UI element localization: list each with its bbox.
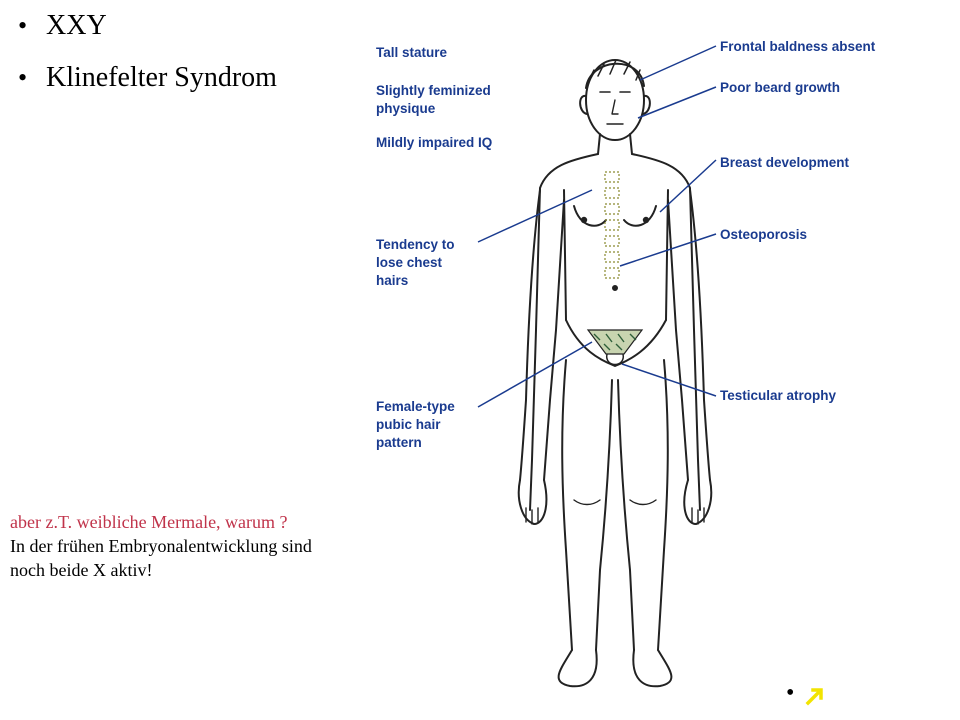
bullet-klinefelter: Klinefelter Syndrom (18, 56, 277, 108)
explanation-note: aber z.T. weibliche Mermale, warum ? In … (10, 510, 340, 582)
leader-lines (477, 45, 717, 408)
label-chest-hair: Tendency to lose chest hairs (376, 237, 455, 288)
bullet-xxy: XXY (18, 4, 277, 56)
chest-hair-pattern (604, 171, 620, 279)
label-impaired-iq: Mildly impaired IQ (376, 135, 493, 150)
head-outline (585, 59, 645, 141)
label-osteoporosis: Osteoporosis (720, 227, 808, 242)
label-pubic-hair: Female-type pubic hair pattern (376, 399, 455, 450)
label-feminized-physique: Slightly feminized physique (376, 83, 491, 116)
footer-bullet: • (786, 680, 795, 706)
label-frontal-baldness: Frontal baldness absent (720, 39, 876, 54)
label-testicular-atrophy: Testicular atrophy (720, 388, 837, 403)
note-answer: In der frühen Embryonalentwicklung sind … (10, 536, 312, 580)
pubic-hair-pattern (586, 329, 644, 366)
hair-outline (585, 62, 645, 89)
hyperlink-arrow-icon[interactable] (804, 686, 826, 706)
slide-bullet-list: XXY Klinefelter Syndrom (18, 4, 277, 108)
label-tall-stature: Tall stature (376, 45, 448, 60)
label-breast-development: Breast development (720, 155, 850, 170)
note-question: aber z.T. weibliche Mermale, warum ? (10, 512, 288, 532)
klinefelter-figure: Tall stature Slightly feminized physique… (360, 30, 920, 720)
body-illustration (477, 45, 717, 688)
label-beard-growth: Poor beard growth (720, 80, 841, 95)
